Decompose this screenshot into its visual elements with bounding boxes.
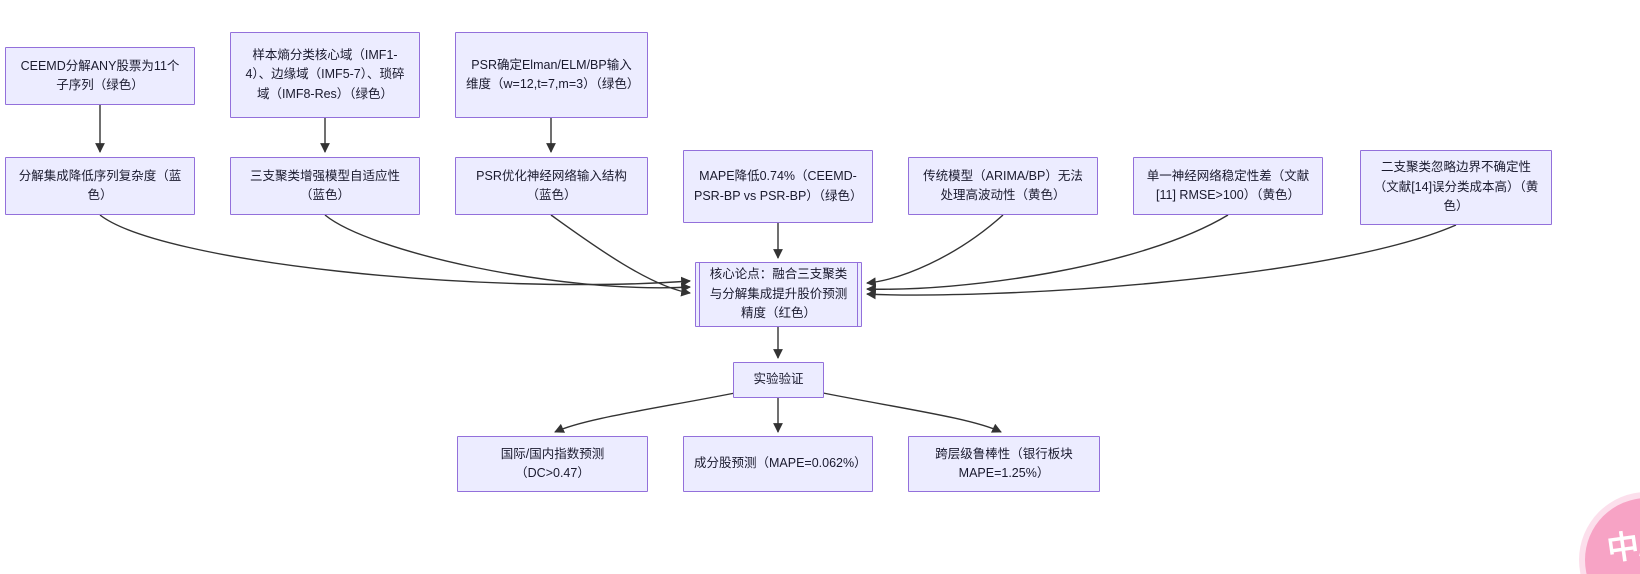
edge-twoway-to-core xyxy=(866,224,1457,300)
edge-traditional-to-core xyxy=(866,214,1004,288)
node-ceemd-decompose: CEEMD分解ANY股票为11个子序列（绿色） xyxy=(5,47,195,105)
edge-singlenn-to-core xyxy=(866,214,1229,295)
node-label: PSR确定Elman/ELM/BP输入维度（w=12,t=7,m=3）（绿色） xyxy=(466,57,640,91)
node-three-way-clustering: 三支聚类增强模型自适应性（蓝色） xyxy=(230,157,420,215)
node-experimental-validation: 实验验证 xyxy=(733,362,824,398)
node-constituent-stock-prediction: 成分股预测（MAPE=0.062%） xyxy=(683,436,873,492)
node-psr-input-dimension: PSR确定Elman/ELM/BP输入维度（w=12,t=7,m=3）（绿色） xyxy=(455,32,648,118)
node-label: 样本熵分类核心域（IMF1-4）、边缘域（IMF5-7）、琐碎域（IMF8-Re… xyxy=(245,47,405,101)
node-single-nn-instability: 单一神经网络稳定性差（文献[11] RMSE>100）（黄色） xyxy=(1133,157,1323,215)
edge-psropt-to-core xyxy=(550,214,691,297)
edge-experiment-to-index xyxy=(554,391,741,433)
node-label: 国际/国内指数预测（DC>0.47） xyxy=(500,446,605,480)
node-label: 传统模型（ARIMA/BP）无法处理高波动性（黄色） xyxy=(923,168,1083,202)
node-psr-optimization: PSR优化神经网络输入结构（蓝色） xyxy=(455,157,648,215)
node-mape-reduction: MAPE降低0.74%（CEEMD-PSR-BP vs PSR-BP）（绿色） xyxy=(683,150,873,223)
node-cross-level-robustness: 跨层级鲁棒性（银行板块 MAPE=1.25%） xyxy=(908,436,1100,492)
node-label: 三支聚类增强模型自适应性（蓝色） xyxy=(249,168,400,202)
node-label: 成分股预测（MAPE=0.062%） xyxy=(694,456,867,471)
translate-icon: 中A xyxy=(1604,524,1640,568)
node-label: 跨层级鲁棒性（银行板块 MAPE=1.25%） xyxy=(935,446,1073,480)
node-index-prediction: 国际/国内指数预测（DC>0.47） xyxy=(457,436,648,492)
node-label: CEEMD分解ANY股票为11个子序列（绿色） xyxy=(20,58,180,92)
node-label: 分解集成降低序列复杂度（蓝色） xyxy=(18,168,182,202)
node-label: 实验验证 xyxy=(753,372,804,387)
node-two-way-clustering-limits: 二支聚类忽略边界不确定性（文献[14]误分类成本高）（黄色） xyxy=(1360,150,1552,225)
node-decomposition-ensemble: 分解集成降低序列复杂度（蓝色） xyxy=(5,157,195,215)
node-label: MAPE降低0.74%（CEEMD-PSR-BP vs PSR-BP）（绿色） xyxy=(694,169,863,203)
node-label: 单一神经网络稳定性差（文献[11] RMSE>100）（黄色） xyxy=(1146,168,1310,202)
node-label: 二支聚类忽略边界不确定性（文献[14]误分类成本高）（黄色） xyxy=(1373,160,1539,214)
node-traditional-models: 传统模型（ARIMA/BP）无法处理高波动性（黄色） xyxy=(908,157,1098,215)
edge-experiment-to-robust xyxy=(817,391,1002,433)
node-label: 核心论点：融合三支聚类与分解集成提升股价预测精度（红色） xyxy=(709,267,848,321)
node-label: PSR优化神经网络输入结构（蓝色） xyxy=(476,168,627,202)
node-sample-entropy: 样本熵分类核心域（IMF1-4）、边缘域（IMF5-7）、琐碎域（IMF8-Re… xyxy=(230,32,420,118)
edge-threeway-to-core xyxy=(324,214,691,293)
node-core-thesis: 核心论点：融合三支聚类与分解集成提升股价预测精度（红色） xyxy=(695,262,862,327)
